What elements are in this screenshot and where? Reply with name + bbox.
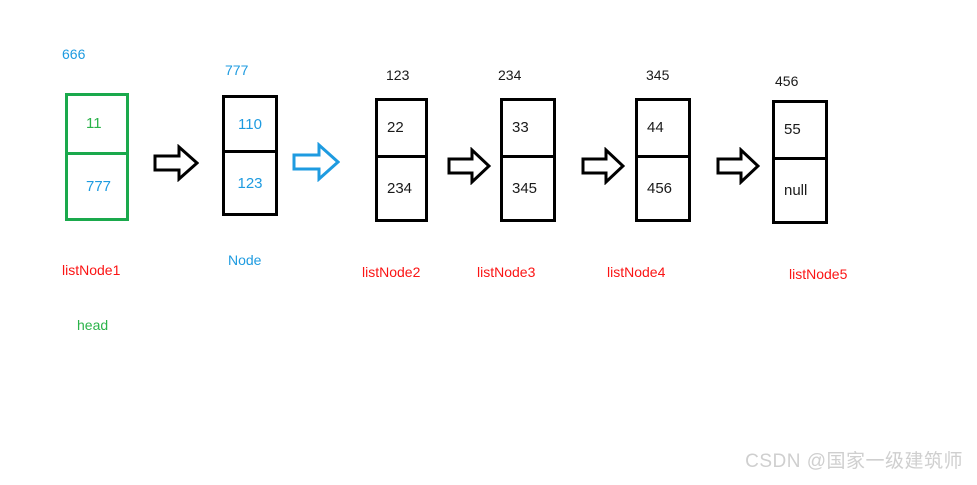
node-2-data-cell: 110 <box>225 98 275 154</box>
node-5-box: 44 456 <box>635 98 691 222</box>
node-6-next-cell: null <box>784 181 808 199</box>
node-6-address-label: 456 <box>775 73 799 89</box>
node-6-box: 55 null <box>772 100 828 224</box>
node-4-address-label: 234 <box>498 67 522 83</box>
arrow-2-right-block-arrow-icon <box>292 141 341 187</box>
node-2-box: 110 123 <box>222 95 278 216</box>
arrow-4-right-block-arrow-icon <box>581 146 626 190</box>
node-3-next-cell: 234 <box>387 179 413 197</box>
node-3-name-label: listNode2 <box>362 264 421 280</box>
node-4-data-cell: 33 <box>503 101 553 158</box>
node-5-name-label: listNode4 <box>607 264 666 280</box>
arrow-5-right-block-arrow-icon <box>716 146 761 190</box>
node-2-address-label: 777 <box>225 62 249 78</box>
node-1-address-label: 666 <box>62 46 86 62</box>
arrow-1-right-block-arrow-icon <box>153 143 200 187</box>
node-6-data-cell: 55 <box>775 103 825 160</box>
node-5-address-label: 345 <box>646 67 670 83</box>
node-1-next-cell: 777 <box>86 177 112 195</box>
node-2-next-cell: 123 <box>237 174 263 192</box>
node-5-data-cell: 44 <box>638 101 688 158</box>
node-2-name-label: Node <box>228 252 262 268</box>
node-1-head-label: head <box>77 317 109 333</box>
node-1-name-label: listNode1 <box>62 262 121 278</box>
node-4-box: 33 345 <box>500 98 556 222</box>
node-1-box: 11 777 <box>65 93 129 221</box>
node-3-data-cell: 22 <box>378 101 425 158</box>
node-4-name-label: listNode3 <box>477 264 536 280</box>
csdn-watermark: CSDN @国家一级建筑师 <box>745 451 963 472</box>
node-1-data-cell: 11 <box>68 96 126 155</box>
node-3-address-label: 123 <box>386 67 410 83</box>
node-5-next-cell: 456 <box>647 179 673 197</box>
node-4-next-cell: 345 <box>512 179 538 197</box>
arrow-3-right-block-arrow-icon <box>447 146 492 190</box>
node-6-name-label: listNode5 <box>789 266 848 282</box>
node-3-box: 22 234 <box>375 98 428 222</box>
